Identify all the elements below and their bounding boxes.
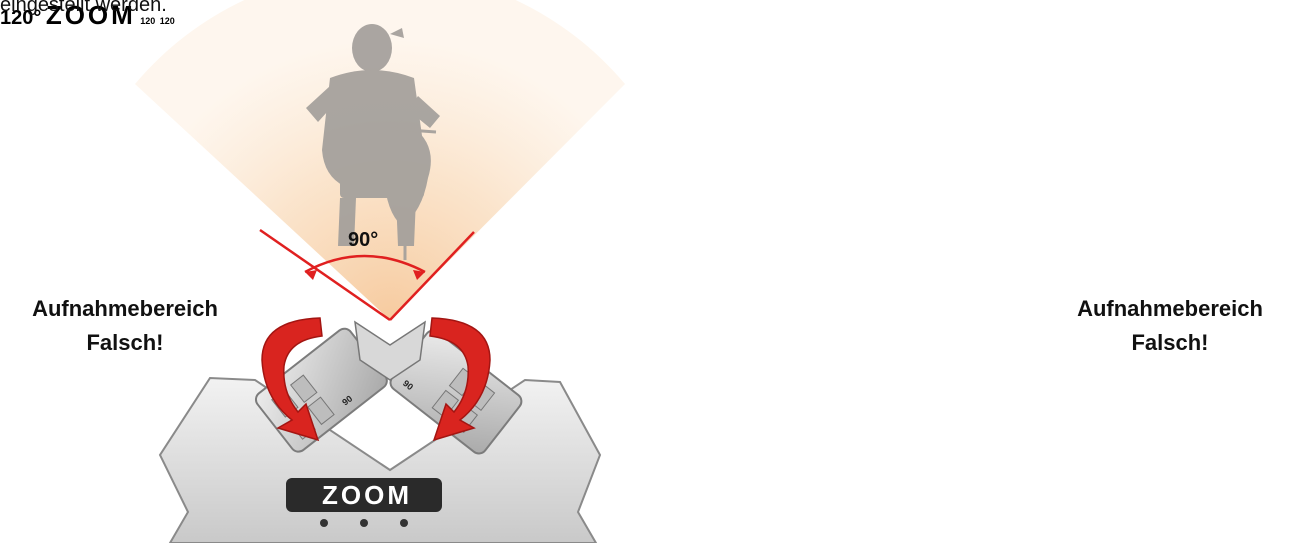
right-capsule-a-text: 120	[140, 16, 156, 26]
right-device-logo: ZOOM	[45, 0, 136, 30]
right-logo-plate: ZOOM 120 120	[46, 0, 175, 30]
right-capsule-b: 120	[160, 11, 175, 28]
left-label-line1: Aufnahmebereich	[32, 296, 218, 321]
right-angle-label: 120°	[0, 7, 42, 29]
right-side-label: Aufnahmebereich Falsch!	[1040, 292, 1289, 360]
left-capsule-a-text: 90	[340, 393, 354, 407]
intro-text: eingestellt werden.	[0, 0, 167, 16]
left-logo-plate	[286, 478, 442, 512]
left-device-logo: ZOOM	[322, 480, 412, 510]
right-label-line2: Falsch!	[1131, 330, 1209, 355]
left-rotate-arrow-a	[261, 317, 323, 442]
right-capsule-b-text: 120	[159, 16, 175, 26]
left-rotate-arrow-b	[429, 317, 491, 442]
left-device-body	[158, 376, 602, 543]
left-device: ZOOM 90	[158, 317, 602, 543]
left-label-line2: Falsch!	[86, 330, 164, 355]
left-angle-arrowheads	[305, 270, 425, 280]
left-side-label: Aufnahmebereich Falsch!	[0, 292, 255, 360]
right-device: ZOOM 120 120	[46, 0, 175, 30]
left-angle-lines	[259, 228, 475, 322]
right-panel: 120° ZOOM 120	[0, 0, 175, 30]
right-pickup-fan: 120° ZOOM 120	[0, 0, 175, 30]
right-device-body: ZOOM 120 120	[46, 0, 175, 30]
right-label-line1: Aufnahmebereich	[1077, 296, 1263, 321]
left-angle-label: 90°	[348, 229, 378, 251]
cellist-silhouette	[306, 24, 440, 260]
left-panel: 90° ZOOM 90	[135, 0, 625, 543]
left-capsule-b-text: 90	[401, 378, 415, 392]
right-capsule-a: 120	[140, 11, 159, 28]
